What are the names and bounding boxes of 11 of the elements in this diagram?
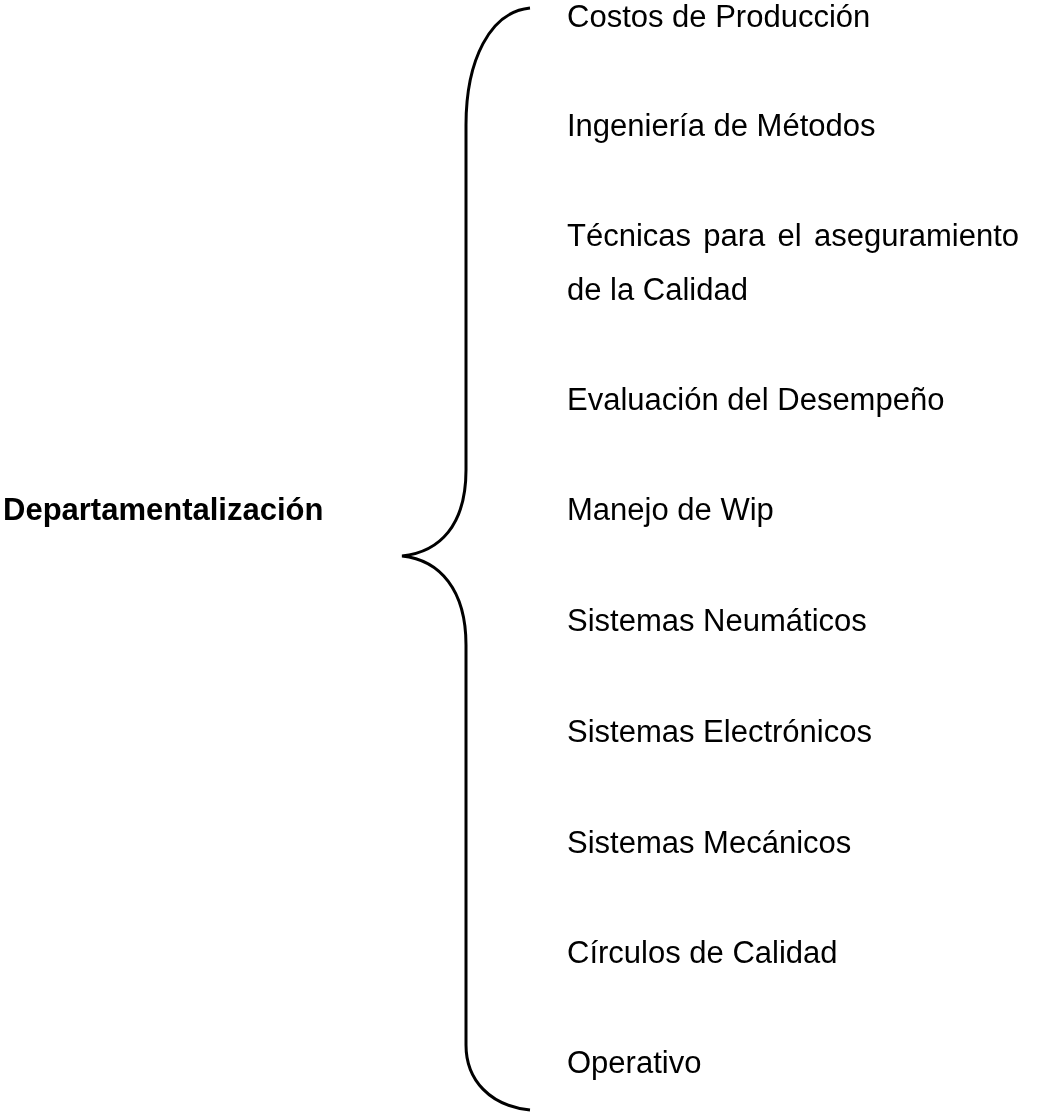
list-item: Evaluación del Desempeño <box>567 381 945 419</box>
list-item: Costos de Producción <box>567 0 871 36</box>
list-item: Sistemas Neumáticos <box>567 602 867 640</box>
list-item: Técnicas para el aseguramiento de la Calidad <box>567 217 1019 309</box>
list-item: Círculos de Calidad <box>567 934 838 972</box>
list-item: Ingeniería de Métodos <box>567 107 876 145</box>
main-heading: Departamentalización <box>3 491 324 529</box>
list-item: Operativo <box>567 1044 702 1082</box>
list-item: Sistemas Mecánicos <box>567 824 852 862</box>
list-item: Manejo de Wip <box>567 491 774 529</box>
list-item: Sistemas Electrónicos <box>567 713 872 751</box>
